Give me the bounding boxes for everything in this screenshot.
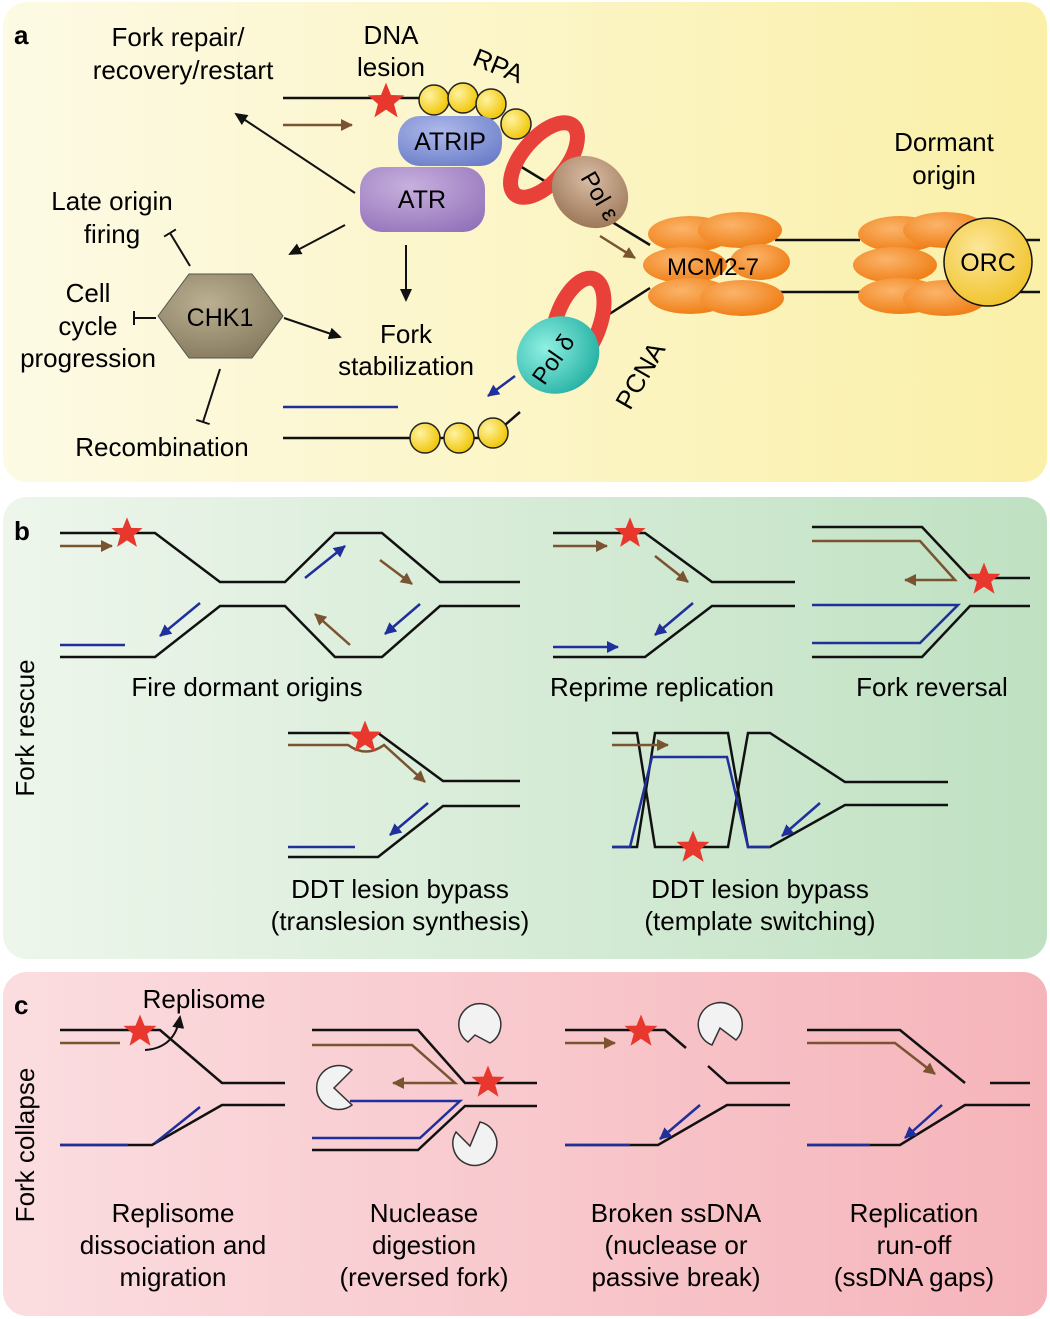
c4-label-2: run-off (877, 1230, 952, 1260)
atr-label: ATR (398, 186, 446, 214)
panel-b-letter: b (14, 516, 30, 546)
pol-delta-protein (516, 316, 600, 394)
cell-cycle-label-1: Cell (66, 278, 111, 308)
orc-protein (943, 217, 1033, 307)
mcm-label: MCM2-7 (667, 254, 759, 281)
panel-a-background (3, 2, 1047, 482)
fire-dormant-origins-diagram (60, 517, 520, 659)
tls-label-1: DDT lesion bypass (291, 874, 509, 904)
mcm2-7-complex (643, 212, 790, 316)
panel-b-background (3, 497, 1047, 959)
arrow-to-fork-repair (234, 112, 356, 194)
pol-epsilon-synthesis-arrow (599, 234, 636, 260)
replication-runoff-diagram (807, 1028, 1030, 1147)
c2-label-2: digestion (372, 1230, 476, 1260)
tls-label-2: (translesion synthesis) (271, 906, 530, 936)
rpa-beads-bottom (409, 417, 509, 454)
nuclease-digestion-diagram (312, 1002, 537, 1167)
late-origin-label-1: Late origin (51, 186, 172, 216)
c1-label-2: dissociation and (80, 1230, 266, 1260)
rpa-beads-top (418, 82, 532, 140)
rpa-bead (409, 422, 441, 454)
pol-delta-synthesis-arrow (487, 374, 516, 398)
c2-label-3: (reversed fork) (339, 1262, 508, 1292)
rpa-bead (477, 417, 509, 449)
nuclease-pacman-icon (697, 1001, 743, 1046)
panel-c: c Fork collapse Replisome Replisome diss… (3, 972, 1047, 1316)
fork-reversal-label: Fork reversal (856, 672, 1008, 702)
orc-label: ORC (960, 249, 1016, 277)
cell-cycle-label-3: progression (20, 343, 156, 373)
replisome-leaving-arrow (144, 1015, 185, 1051)
panel-c-letter: c (14, 990, 28, 1020)
nuclease-pacman-icon (452, 1121, 498, 1167)
ts-label-2: (template switching) (644, 906, 875, 936)
template-switching-diagram (612, 731, 948, 862)
rpa-bead (443, 422, 475, 454)
rpa-bead (447, 82, 479, 114)
chk1-protein (157, 273, 284, 359)
c3-label-1: Broken ssDNA (591, 1198, 762, 1228)
fork-repair-label-2: recovery/restart (93, 55, 274, 85)
chk1-inhibits-recombination (196, 368, 221, 426)
c4-label-3: (ssDNA gaps) (834, 1262, 994, 1292)
fork-stabilization-label-2: stabilization (338, 351, 474, 381)
panel-a: a ATRIP (3, 2, 1047, 482)
c3-label-2: (nuclease or (604, 1230, 747, 1260)
dormant-mcm-complex (853, 212, 987, 316)
recombination-label: Recombination (75, 432, 248, 462)
atr-protein (360, 167, 485, 232)
reprime-replication-diagram (553, 517, 795, 659)
fork-stabilization-label-1: Fork (380, 319, 433, 349)
late-origin-label-2: firing (84, 219, 140, 249)
ts-label-1: DDT lesion bypass (651, 874, 869, 904)
fork-rescue-side-label: Fork rescue (10, 659, 40, 796)
c1-label-3: migration (120, 1262, 227, 1292)
translesion-synthesis-diagram (288, 720, 520, 859)
reprime-replication-label: Reprime replication (550, 672, 774, 702)
arrow-to-chk1 (288, 224, 346, 255)
atrip-label: ATRIP (414, 128, 486, 156)
fire-dormant-origins-label: Fire dormant origins (131, 672, 362, 702)
panel-a-letter: a (14, 20, 29, 50)
fork-collapse-side-label: Fork collapse (10, 1068, 40, 1223)
fork-repair-label-1: Fork repair/ (112, 22, 246, 52)
fork-reversal-diagram (812, 525, 1030, 659)
c3-label-3: passive break) (591, 1262, 760, 1292)
nuclease-pacman-icon (458, 1002, 502, 1044)
cell-cycle-label-2: cycle (58, 311, 117, 341)
rpa-bead (475, 88, 507, 120)
signaling-arrows (133, 112, 412, 426)
replisome-label: Replisome (143, 984, 266, 1014)
rpa-bead (418, 84, 450, 116)
panel-b: b Fork rescue Fire dormant origins (3, 497, 1047, 959)
dna-lesion-label-1: DNA (364, 20, 420, 50)
dormant-origin-label-2: origin (912, 160, 976, 190)
dna-lesion-label-2: lesion (357, 52, 425, 82)
replisome-dissociation-diagram (60, 1014, 285, 1147)
broken-ssdna-diagram (565, 1001, 790, 1147)
pol-epsilon-protein (551, 155, 629, 229)
c4-label-1: Replication (850, 1198, 979, 1228)
nuclease-pacman-icon (315, 1064, 354, 1111)
c1-label-1: Replisome (112, 1198, 235, 1228)
chk1-arrow-to-fork-stabilization (283, 317, 342, 340)
dormant-origin-label-1: Dormant (894, 127, 994, 157)
chk1-inhibits-late-origin (163, 228, 191, 267)
panel-c-background (3, 972, 1047, 1316)
chk1-label: CHK1 (187, 304, 254, 332)
c2-label-1: Nuclease (370, 1198, 478, 1228)
atrip-protein (398, 116, 502, 166)
rpa-bead (500, 108, 532, 140)
